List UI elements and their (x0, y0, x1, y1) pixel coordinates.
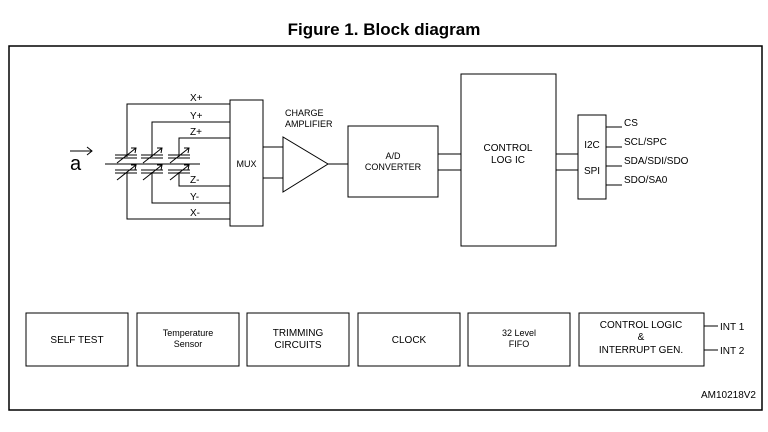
spi-label: SPI (584, 166, 600, 177)
acceleration-arrow-icon (70, 146, 93, 156)
line-label-z-plus: Z+ (190, 127, 202, 138)
interrupt-label-3: INTERRUPT GEN. (599, 345, 683, 356)
fifo-block (467, 312, 571, 367)
trimming-label-1: TRIMMING (273, 328, 324, 339)
interface-pin-lines (606, 126, 622, 186)
pin-cs: CS (624, 118, 638, 129)
pin-sda-sdi-sdo: SDA/SDI/SDO (624, 156, 689, 167)
clock-block (357, 312, 461, 367)
diagram-frame (8, 45, 763, 411)
self-test-label: SELF TEST (50, 335, 103, 346)
pin-scl-spc: SCL/SPC (624, 137, 667, 148)
interrupt-generator-block (578, 312, 705, 367)
adc-label-2: CONVERTER (365, 162, 422, 172)
mux-label: MUX (237, 159, 257, 169)
temperature-sensor-label-1: Temperature (163, 328, 214, 338)
line-label-x-minus: X- (190, 208, 200, 219)
trimming-label-2: CIRCUITS (274, 340, 322, 351)
interrupt-label-2: & (638, 332, 645, 343)
control-logic-label-1: CONTROL (484, 143, 533, 154)
fifo-label-1: 32 Level (502, 328, 536, 338)
pin-int1: INT 1 (720, 322, 745, 333)
line-label-x-plus: X+ (190, 93, 203, 104)
self-test-block (25, 312, 129, 367)
adc-label-1: A/D (385, 151, 401, 161)
control-logic-label-2: LOG IC (491, 155, 525, 166)
figure-title: Figure 1. Block diagram (287, 20, 481, 39)
charge-amplifier-label-1: CHARGE (285, 108, 324, 118)
line-label-y-plus: Y+ (190, 111, 203, 122)
line-label-z-minus: Z- (190, 175, 199, 186)
charge-amplifier-triangle (282, 136, 329, 193)
mux-block (229, 99, 264, 227)
line-label-y-minus: Y- (190, 192, 199, 203)
charge-amplifier-label-2: AMPLIFIER (285, 119, 333, 129)
control-logic-block (460, 73, 557, 247)
pin-sdo-sa0: SDO/SA0 (624, 175, 668, 186)
pin-int2: INT 2 (720, 346, 745, 357)
serial-interface-block (577, 114, 607, 200)
figure-code: AM10218V2 (701, 390, 756, 401)
interrupt-label-1: CONTROL LOGIC (600, 320, 682, 331)
adc-block (347, 125, 439, 198)
i2c-label: I2C (584, 140, 600, 151)
trimming-circuits-block (246, 312, 350, 367)
acceleration-symbol: a (70, 153, 82, 175)
temperature-sensor-block (136, 312, 240, 367)
fifo-label-2: FIFO (509, 339, 530, 349)
sensor-capacitor-array (105, 103, 230, 220)
clock-label: CLOCK (392, 335, 427, 346)
temperature-sensor-label-2: Sensor (174, 339, 203, 349)
